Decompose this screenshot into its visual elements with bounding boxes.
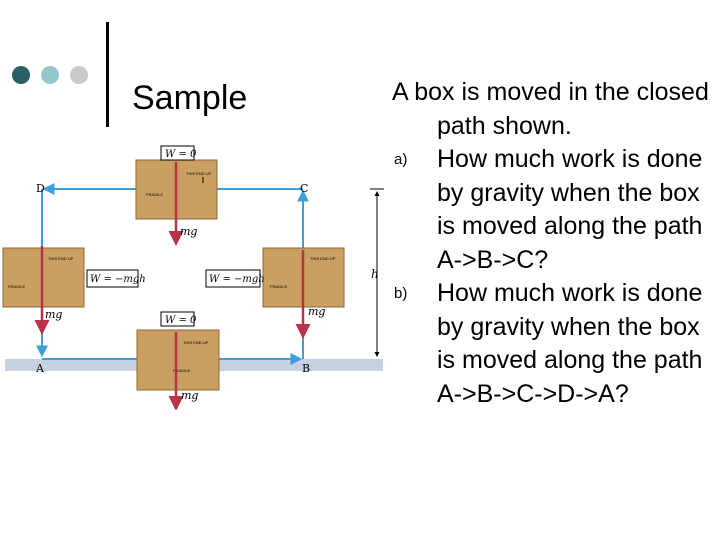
point-d: D — [36, 182, 45, 195]
svg-text:FRAGILE: FRAGILE — [173, 368, 190, 373]
svg-text:W = 0: W = 0 — [165, 315, 197, 326]
closed-path-diagram: h THIS END UP FRAGILE W = 0 mg THIS END … — [2, 145, 384, 410]
bullet-dot-2 — [41, 66, 59, 84]
point-a: A — [35, 362, 45, 375]
question-b: b) How much work is done by gravity when… — [392, 277, 712, 411]
svg-text:FRAGILE: FRAGILE — [146, 192, 163, 197]
slide-title: Sample — [132, 79, 248, 117]
svg-text:mg: mg — [180, 225, 197, 238]
svg-text:W = −mgh: W = −mgh — [209, 274, 265, 285]
work-label-left — [86, 269, 139, 288]
point-b: B — [302, 362, 310, 375]
intro-text: A box is moved in the closed path shown. — [392, 78, 709, 140]
question-a: a) How much work is done by gravity when… — [392, 143, 712, 277]
question-b-marker: b) — [394, 285, 408, 302]
box-bottom: THIS END UP FRAGILE — [136, 329, 220, 391]
bullet-dot-1 — [12, 66, 30, 84]
point-c: C — [300, 182, 308, 195]
height-label: h — [371, 267, 379, 281]
question-a-text: How much work is done by gravity when th… — [437, 145, 703, 274]
svg-text:THIS END UP: THIS END UP — [310, 256, 336, 261]
svg-text:THIS END UP: THIS END UP — [48, 256, 74, 261]
svg-text:W = 0: W = 0 — [165, 149, 197, 160]
svg-text:mg: mg — [308, 305, 325, 318]
svg-text:THIS END UP: THIS END UP — [186, 171, 212, 176]
svg-text:FRAGILE: FRAGILE — [270, 284, 287, 289]
question-a-marker: a) — [394, 151, 408, 168]
svg-text:FRAGILE: FRAGILE — [8, 284, 25, 289]
slide-body: A box is moved in the closed path shown.… — [392, 76, 712, 411]
work-label-top — [160, 145, 195, 161]
question-b-text: How much work is done by gravity when th… — [437, 279, 703, 408]
bullet-dot-3 — [70, 66, 88, 84]
work-label-bottom — [160, 311, 195, 327]
svg-text:W = −mgh: W = −mgh — [90, 274, 146, 285]
svg-text:mg: mg — [181, 389, 198, 402]
svg-text:THIS END UP: THIS END UP — [183, 340, 209, 345]
box-left: THIS END UP FRAGILE — [2, 247, 85, 308]
work-label-right — [205, 269, 261, 288]
title-divider — [106, 22, 109, 127]
svg-text:mg: mg — [45, 308, 62, 321]
